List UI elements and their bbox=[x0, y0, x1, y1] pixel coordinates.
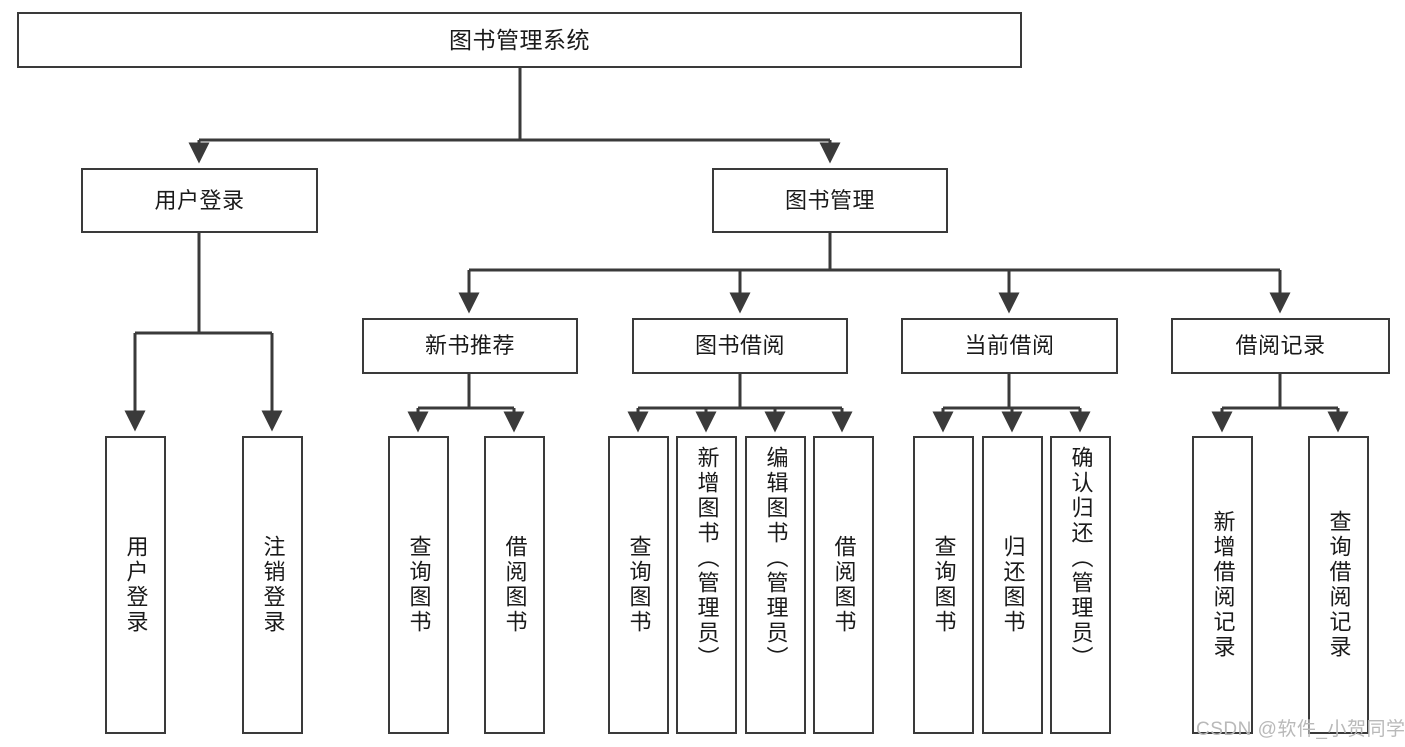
node-leaf-query-borrow-record[interactable]: 查询借阅记录 bbox=[1308, 436, 1369, 734]
node-root[interactable]: 图书管理系统 bbox=[17, 12, 1022, 68]
node-user-login[interactable]: 用户登录 bbox=[81, 168, 318, 233]
node-leaf-user-login[interactable]: 用户登录 bbox=[105, 436, 166, 734]
node-leaf-query-book-3[interactable]: 查询图书 bbox=[913, 436, 974, 734]
node-book-manage[interactable]: 图书管理 bbox=[712, 168, 948, 233]
node-leaf-add-book-admin[interactable]: 新增图书（管理员） bbox=[676, 436, 737, 734]
node-book-borrow[interactable]: 图书借阅 bbox=[632, 318, 848, 374]
node-leaf-confirm-return-admin-label: 确认归还（管理员） bbox=[1068, 446, 1094, 671]
node-book-borrow-label: 图书借阅 bbox=[694, 333, 785, 359]
node-leaf-user-login-label: 用户登录 bbox=[123, 535, 149, 635]
node-leaf-query-book-1-label: 查询图书 bbox=[406, 535, 432, 635]
node-leaf-query-borrow-record-label: 查询借阅记录 bbox=[1326, 510, 1352, 660]
node-leaf-query-book-2[interactable]: 查询图书 bbox=[608, 436, 669, 734]
node-new-book-rec-label: 新书推荐 bbox=[424, 333, 515, 359]
csdn-watermark: CSDN @软件_小贺同学 bbox=[1196, 719, 1405, 740]
node-root-label: 图书管理系统 bbox=[449, 26, 590, 53]
node-book-manage-label: 图书管理 bbox=[784, 187, 875, 213]
node-leaf-edit-book-admin[interactable]: 编辑图书（管理员） bbox=[745, 436, 806, 734]
node-user-login-label: 用户登录 bbox=[154, 187, 245, 213]
node-leaf-borrow-book-2-label: 借阅图书 bbox=[831, 535, 857, 635]
node-leaf-return-book-label: 归还图书 bbox=[1000, 535, 1026, 635]
node-borrow-record-label: 借阅记录 bbox=[1235, 333, 1326, 359]
node-leaf-user-logout-label: 注销登录 bbox=[260, 535, 286, 635]
node-leaf-borrow-book-1-label: 借阅图书 bbox=[502, 535, 528, 635]
node-leaf-add-borrow-record[interactable]: 新增借阅记录 bbox=[1192, 436, 1253, 734]
node-borrow-record[interactable]: 借阅记录 bbox=[1171, 318, 1390, 374]
node-leaf-borrow-book-2[interactable]: 借阅图书 bbox=[813, 436, 874, 734]
node-leaf-add-book-admin-label: 新增图书（管理员） bbox=[694, 446, 720, 671]
node-leaf-query-book-3-label: 查询图书 bbox=[931, 535, 957, 635]
node-leaf-user-logout[interactable]: 注销登录 bbox=[242, 436, 303, 734]
node-leaf-add-borrow-record-label: 新增借阅记录 bbox=[1210, 510, 1236, 660]
node-leaf-edit-book-admin-label: 编辑图书（管理员） bbox=[763, 446, 789, 671]
node-leaf-return-book[interactable]: 归还图书 bbox=[982, 436, 1043, 734]
node-leaf-query-book-1[interactable]: 查询图书 bbox=[388, 436, 449, 734]
node-new-book-rec[interactable]: 新书推荐 bbox=[362, 318, 578, 374]
node-current-borrow[interactable]: 当前借阅 bbox=[901, 318, 1118, 374]
node-leaf-query-book-2-label: 查询图书 bbox=[626, 535, 652, 635]
node-leaf-borrow-book-1[interactable]: 借阅图书 bbox=[484, 436, 545, 734]
node-current-borrow-label: 当前借阅 bbox=[964, 333, 1055, 359]
node-leaf-confirm-return-admin[interactable]: 确认归还（管理员） bbox=[1050, 436, 1111, 734]
